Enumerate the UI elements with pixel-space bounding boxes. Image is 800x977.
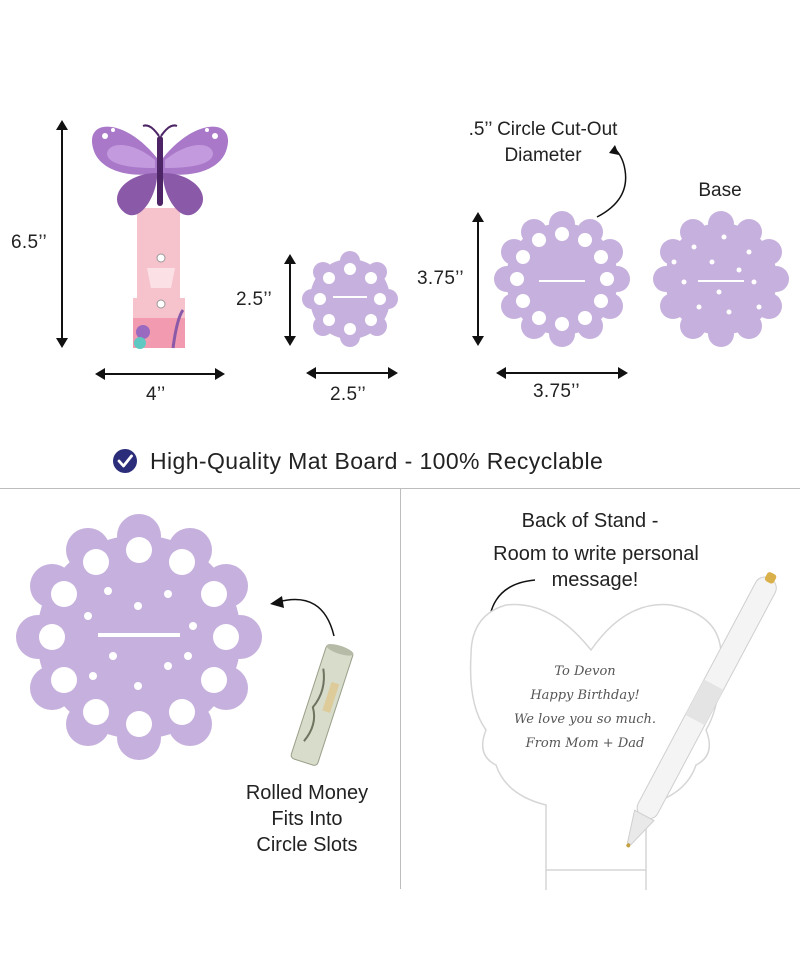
width-arrow-small bbox=[306, 367, 398, 379]
small-width-label: 2.5’’ bbox=[330, 384, 367, 405]
stand-height-label: 6.5’’ bbox=[11, 232, 48, 253]
medium-round-stand-illustration bbox=[494, 211, 630, 347]
height-arrow-stand bbox=[56, 120, 68, 348]
butterfly-stand-illustration bbox=[91, 124, 229, 349]
large-round-stand-illustration bbox=[16, 514, 262, 760]
butterfly-stand-back-illustration bbox=[469, 603, 722, 890]
cutout-label-line2: Diameter bbox=[504, 145, 582, 166]
money-caption-line1: Rolled Money bbox=[245, 782, 369, 804]
back-title-line1: Back of Stand - bbox=[521, 510, 659, 532]
message-line-1: To Devon bbox=[554, 664, 616, 679]
base-illustration bbox=[653, 211, 789, 347]
cutout-label-line1: .5’’ Circle Cut-Out bbox=[468, 119, 618, 140]
back-title-line3: message! bbox=[551, 569, 639, 591]
money-caption-line2: Fits Into bbox=[271, 808, 343, 830]
base-label: Base bbox=[698, 180, 742, 201]
cutout-pointer-arrow bbox=[596, 145, 627, 218]
horizontal-divider bbox=[0, 488, 800, 489]
stand-width-label: 4’’ bbox=[146, 384, 166, 405]
small-round-stand-illustration bbox=[302, 251, 398, 347]
money-caption-line3: Circle Slots bbox=[256, 834, 358, 856]
money-pointer-arrow bbox=[270, 596, 335, 637]
message-line-3: We love you so much. bbox=[513, 712, 657, 727]
message-line-2: Happy Birthday! bbox=[530, 688, 640, 703]
width-arrow-stand bbox=[95, 368, 225, 380]
medium-height-label: 3.75’’ bbox=[417, 268, 464, 289]
medium-width-label: 3.75’’ bbox=[533, 381, 580, 402]
check-circle-icon bbox=[113, 449, 137, 473]
rolled-money-illustration bbox=[290, 644, 354, 766]
width-arrow-medium bbox=[496, 367, 628, 379]
small-height-label: 2.5’’ bbox=[236, 289, 273, 310]
pen-illustration bbox=[626, 572, 777, 848]
quality-banner: High-Quality Mat Board - 100% Recyclable bbox=[112, 446, 712, 476]
back-title-line2: Room to write personal bbox=[493, 543, 699, 565]
message-line-4: From Mom + Dad bbox=[525, 736, 645, 751]
height-arrow-small bbox=[284, 254, 296, 346]
vertical-divider bbox=[400, 489, 401, 889]
quality-banner-text: High-Quality Mat Board - 100% Recyclable bbox=[150, 447, 604, 474]
height-arrow-medium bbox=[472, 212, 484, 346]
